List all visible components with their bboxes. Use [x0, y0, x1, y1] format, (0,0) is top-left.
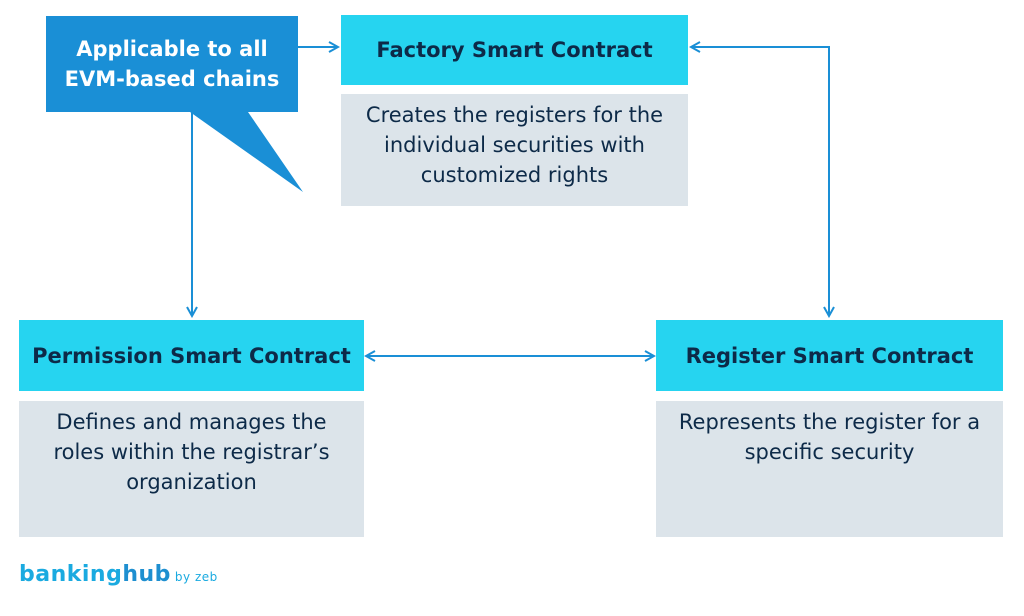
- logo-suffix: by zeb: [174, 570, 218, 584]
- factory-description-box: Creates the registers for the individual…: [341, 94, 688, 206]
- register-title-box: Register Smart Contract: [656, 320, 1003, 391]
- factory-title-box: Factory Smart Contract: [341, 15, 688, 85]
- register-description-box: Represents the register for a specific s…: [656, 401, 1003, 537]
- bankinghub-logo: banking hub by zeb: [19, 562, 218, 587]
- permission-title-box: Permission Smart Contract: [19, 320, 364, 391]
- logo-part-hub: hub: [122, 562, 171, 587]
- arrow-factory-register: [691, 47, 829, 316]
- logo-part-banking: banking: [19, 562, 123, 587]
- permission-description-box: Defines and manages the roles within the…: [19, 401, 364, 537]
- callout-text: Applicable to all EVM-based chains: [64, 37, 280, 91]
